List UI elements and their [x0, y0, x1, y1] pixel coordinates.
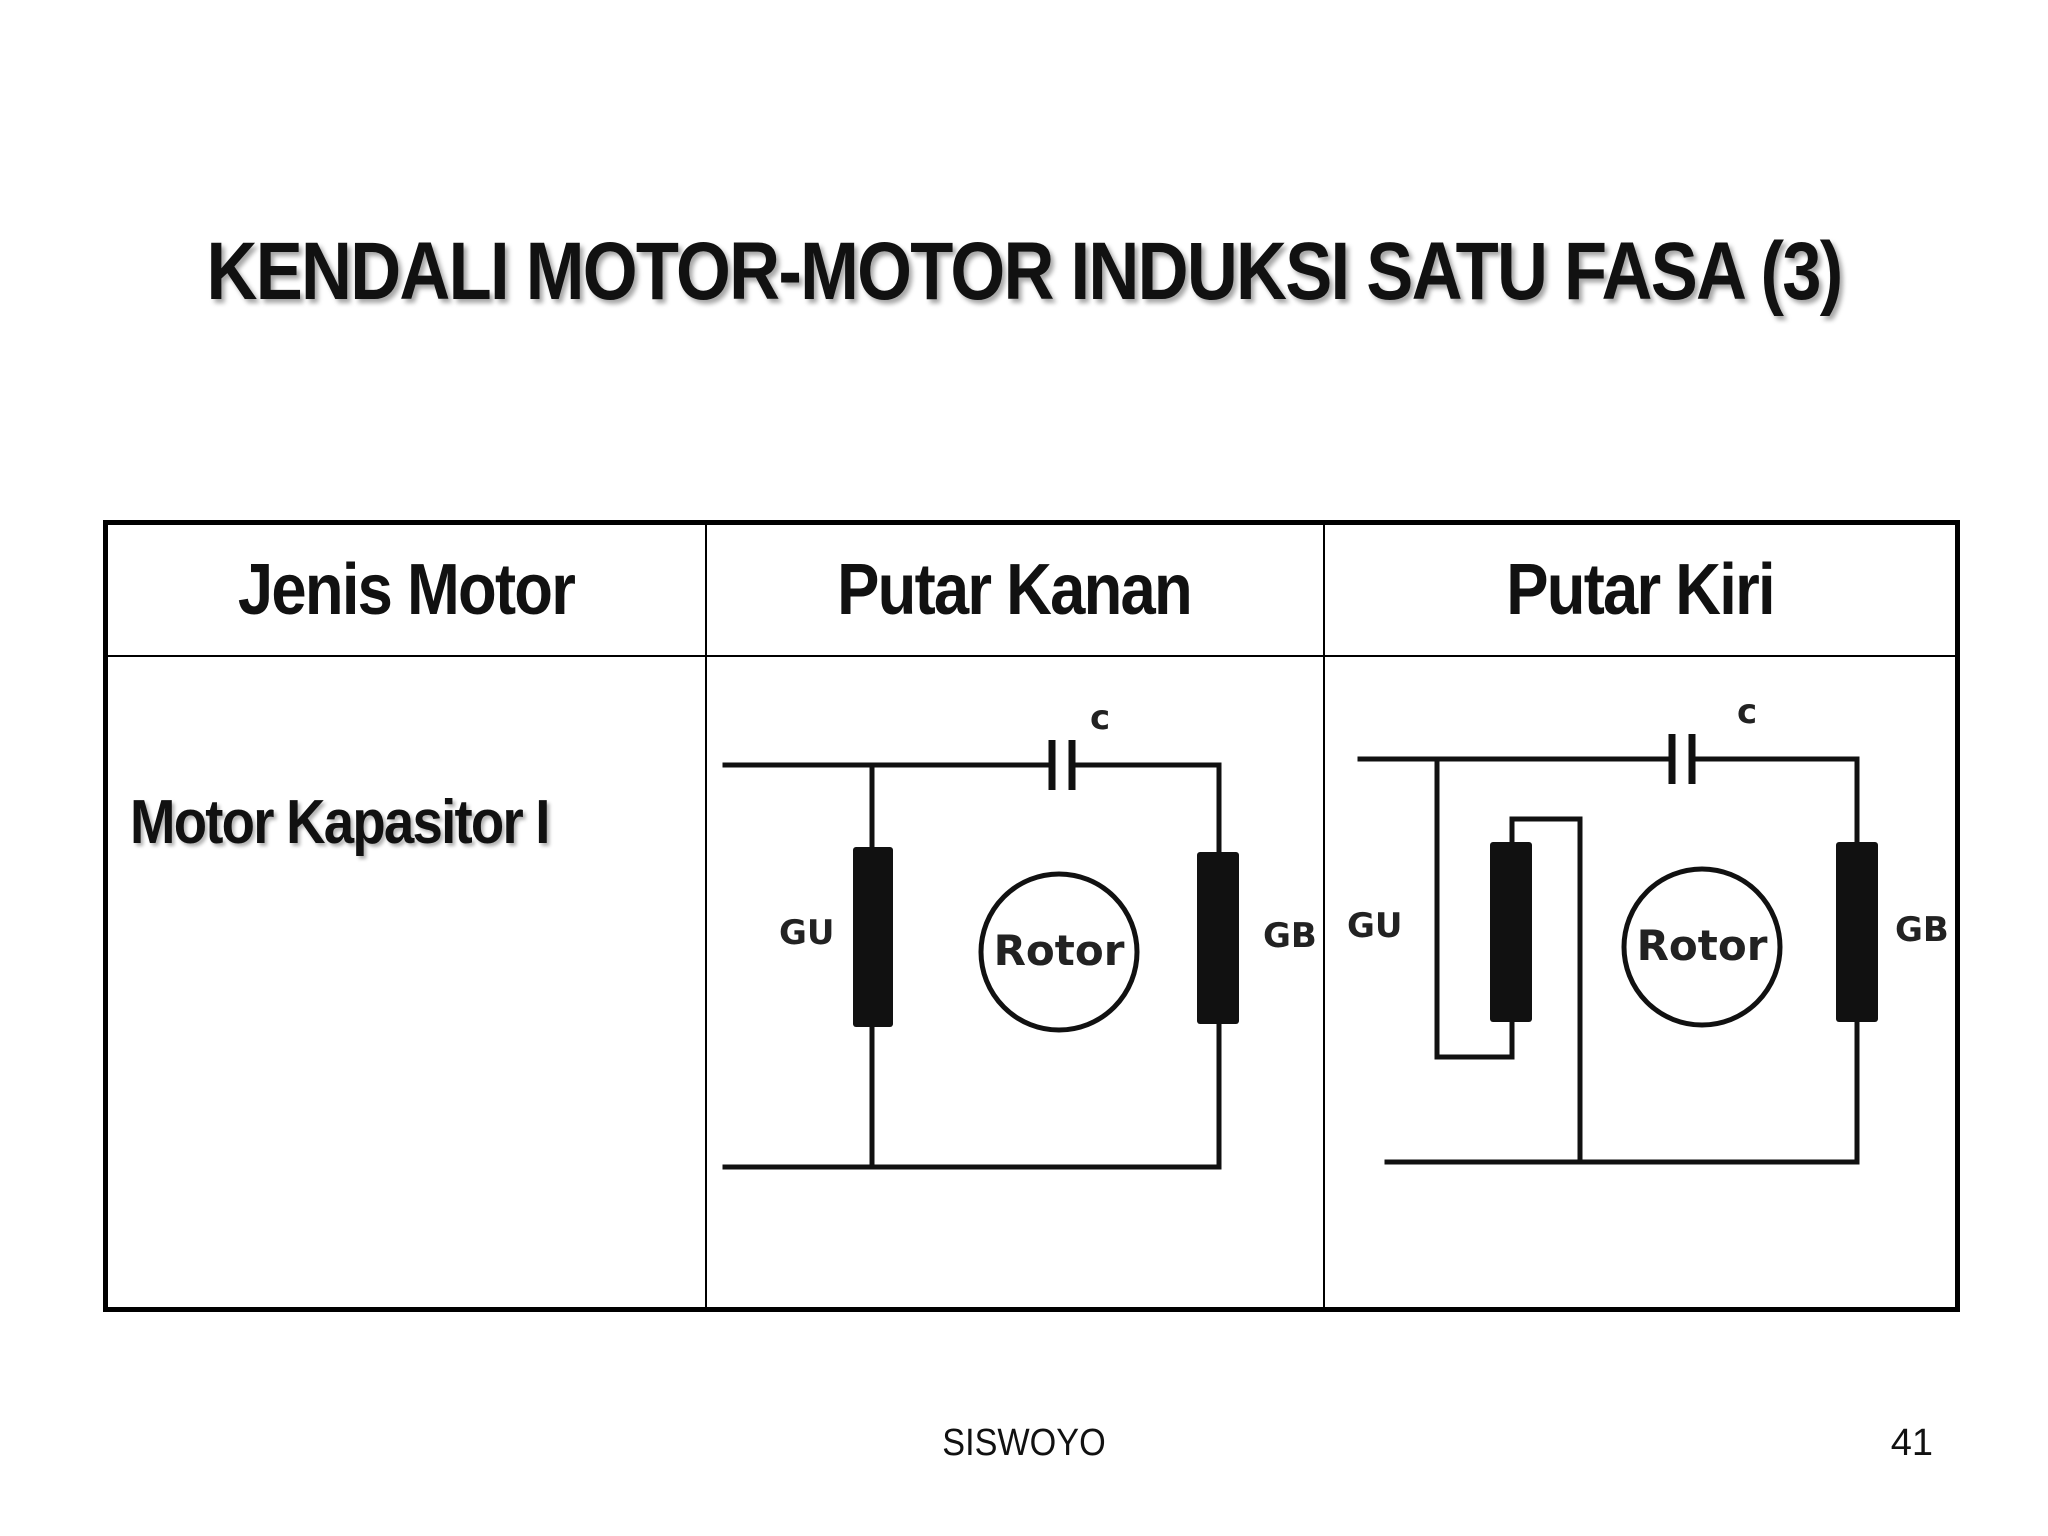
clockwise-circuit-diagram: c GU GB Rotor [722, 698, 1317, 1170]
aux-winding-icon [1196, 852, 1239, 1024]
rotor-label: Rotor [1636, 921, 1767, 970]
page-number: 41 [1890, 1422, 1933, 1464]
capacitor-label: c [1737, 692, 1757, 732]
aux-winding-label: GB [1895, 910, 1949, 950]
counterclockwise-circuit-diagram: c GU GB Rotor [1347, 692, 1949, 1165]
main-winding-label: GU [1347, 906, 1403, 946]
capacitor-label: c [1090, 698, 1110, 738]
slide-title: KENDALI MOTOR-MOTOR INDUKSI SATU FASA (3… [206, 226, 1843, 317]
motor-type-label: Motor Kapasitor I [130, 788, 550, 857]
table-header-row: Jenis Motor Putar Kanan Putar Kiri [104, 521, 1959, 657]
capacitor-icon [1668, 734, 1695, 784]
rotor-icon [1621, 866, 1782, 1028]
rotor-icon [978, 871, 1139, 1033]
header-putar-kanan: Putar Kanan [704, 521, 1325, 657]
clockwise-diagram-cell: c GU GB Rotor [704, 655, 1325, 1311]
motor-type-cell: Motor Kapasitor I [104, 655, 707, 1311]
table-row: Motor Kapasitor I [104, 655, 1959, 1311]
main-winding-label: GU [779, 913, 835, 953]
rotor-label: Rotor [993, 926, 1124, 975]
aux-winding-label: GB [1263, 916, 1317, 956]
main-winding-icon [852, 847, 893, 1027]
counterclockwise-diagram-cell: c GU GB Rotor [1322, 655, 1959, 1311]
footer-author: SISWOYO [942, 1422, 1106, 1464]
main-winding-icon [1489, 842, 1532, 1022]
header-putar-kiri: Putar Kiri [1322, 521, 1959, 657]
aux-winding-icon [1835, 842, 1878, 1022]
header-jenis-motor: Jenis Motor [104, 521, 707, 657]
capacitor-icon [1048, 740, 1075, 790]
motor-control-table: Jenis Motor Putar Kanan Putar Kiri Motor… [103, 520, 1960, 1312]
